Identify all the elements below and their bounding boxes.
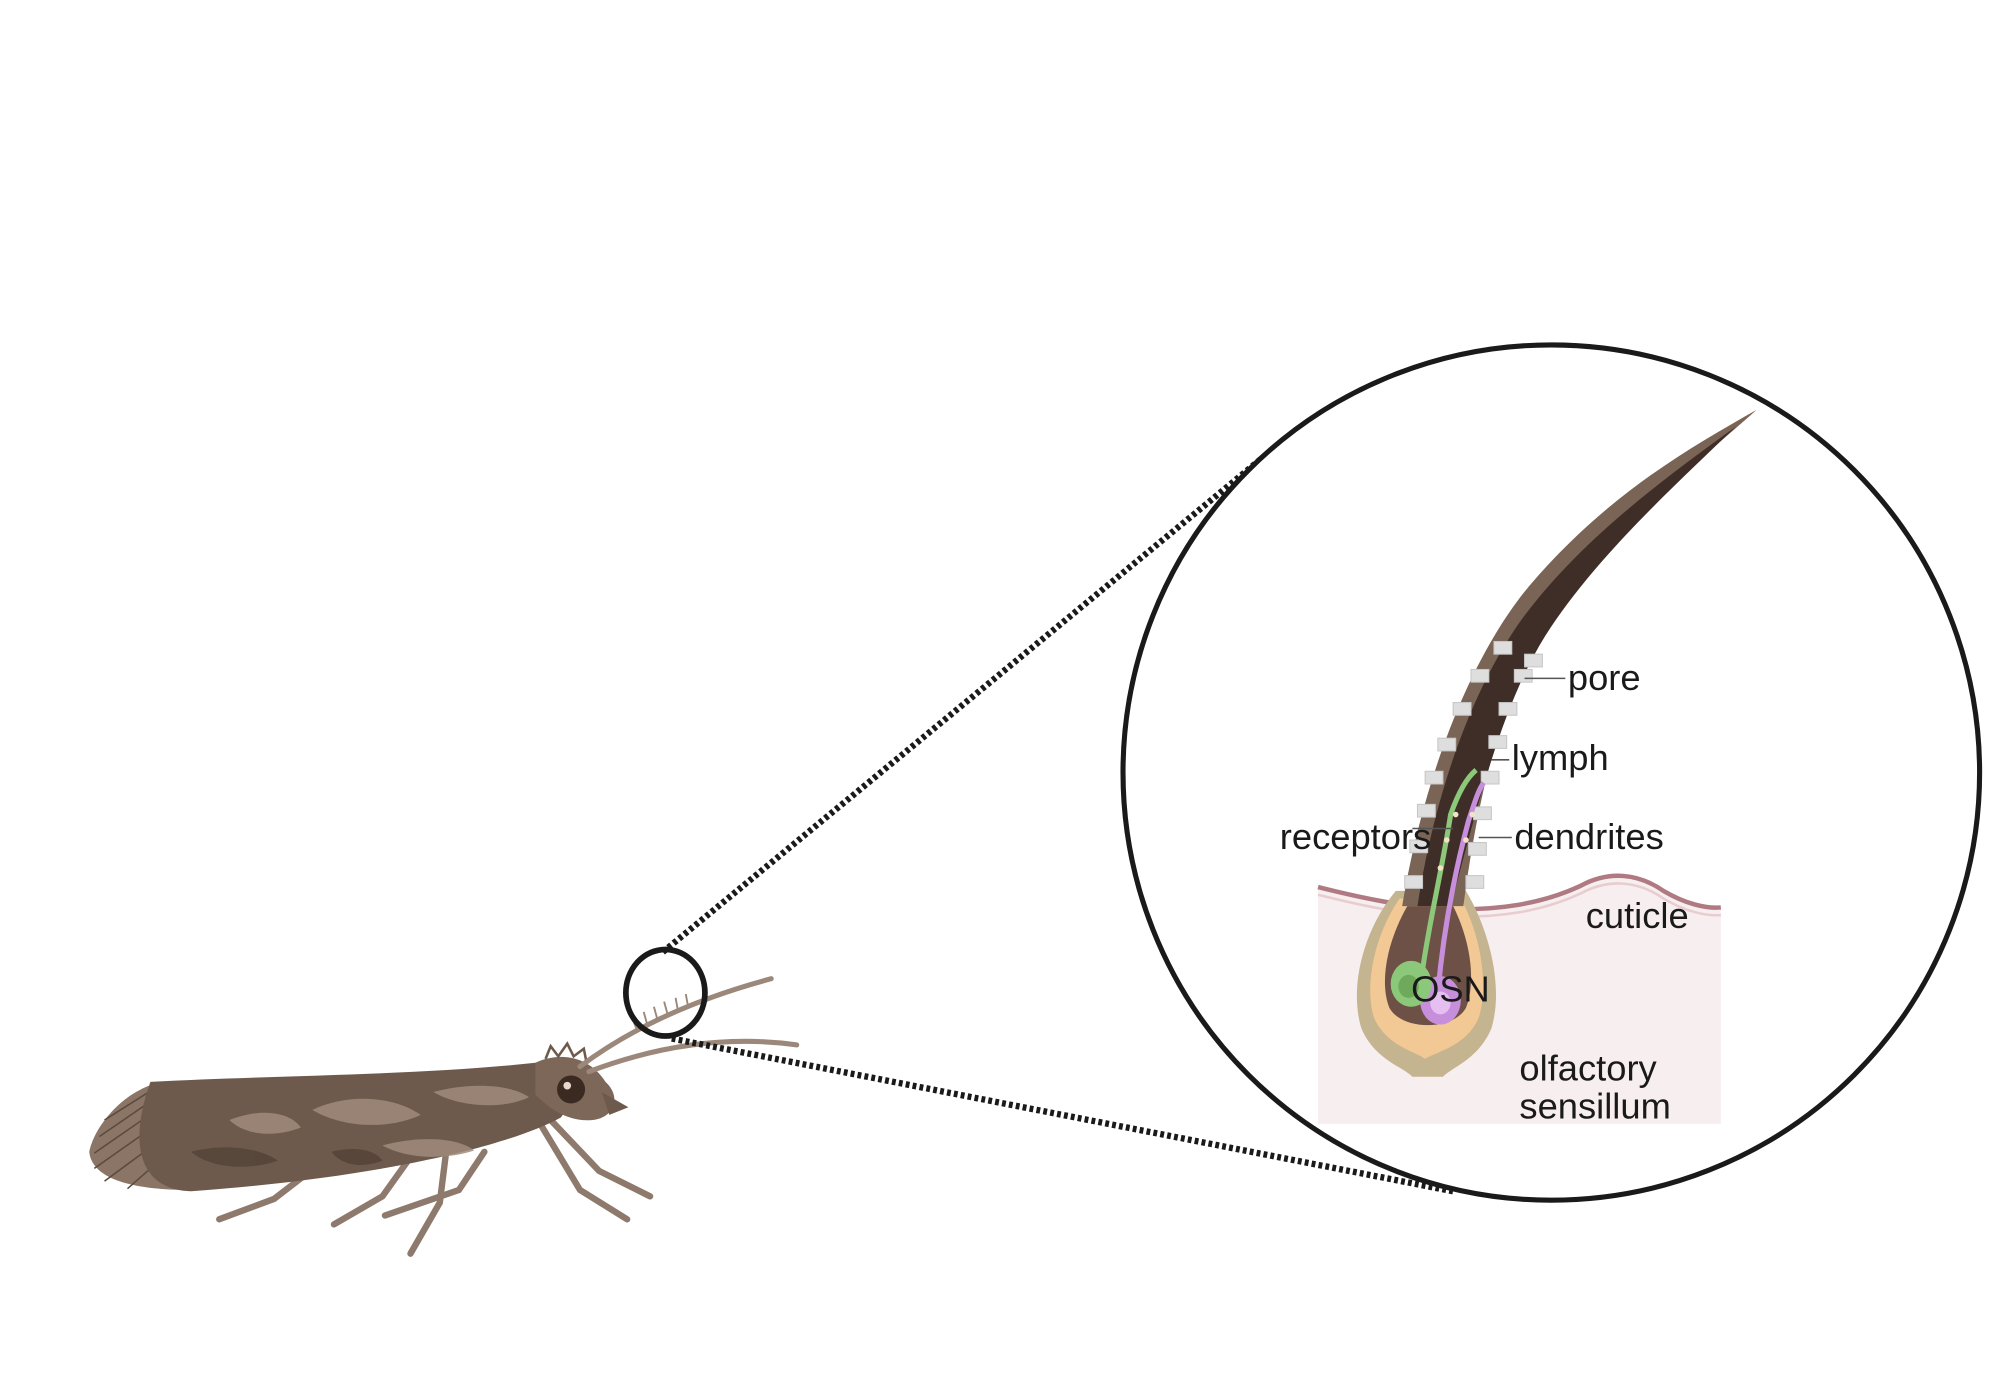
magnified-sensillum: pore lymph receptors dendrites cuticle O… xyxy=(1120,342,1983,1203)
label-lymph: lymph xyxy=(1512,737,1609,778)
zoom-line-top xyxy=(660,455,1264,955)
moth-illustration xyxy=(89,976,800,1257)
moth-wing xyxy=(139,1062,570,1192)
zoom-connectors xyxy=(660,455,1454,1195)
moth-eye-shine xyxy=(563,1081,572,1090)
osn-purple-nucleus xyxy=(1430,991,1451,1015)
label-leader-lines xyxy=(1412,677,1566,839)
moth-wing-mottling xyxy=(229,1085,529,1157)
label-pore: pore xyxy=(1568,657,1641,698)
label-sensillum: sensillum xyxy=(1519,1086,1670,1127)
hair-shaft-inner xyxy=(1417,426,1737,907)
hair-pores xyxy=(1404,640,1543,889)
moth-antenna-upper xyxy=(577,976,774,1070)
label-dendrites: dendrites xyxy=(1514,816,1663,857)
label-cuticle: cuticle xyxy=(1586,895,1689,936)
moth-eye xyxy=(557,1075,586,1104)
osn-green-nucleus xyxy=(1398,974,1419,998)
dendrite-green xyxy=(1420,768,1478,971)
moth-wing-dark-spots xyxy=(191,1147,383,1167)
label-osn: OSN xyxy=(1411,969,1490,1010)
zoom-source-circle xyxy=(623,946,708,1039)
moth-legs xyxy=(216,1116,654,1257)
moth-antenna-lower xyxy=(586,1038,800,1075)
label-olfactory: olfactory xyxy=(1519,1048,1657,1089)
receptor-dots xyxy=(1437,811,1476,871)
moth-fringe-lines xyxy=(93,1088,172,1190)
label-receptors: receptors xyxy=(1280,816,1431,857)
dendrite-purple xyxy=(1435,781,1486,993)
moth-palp xyxy=(601,1092,629,1115)
moth-head-tufts xyxy=(544,1041,588,1062)
